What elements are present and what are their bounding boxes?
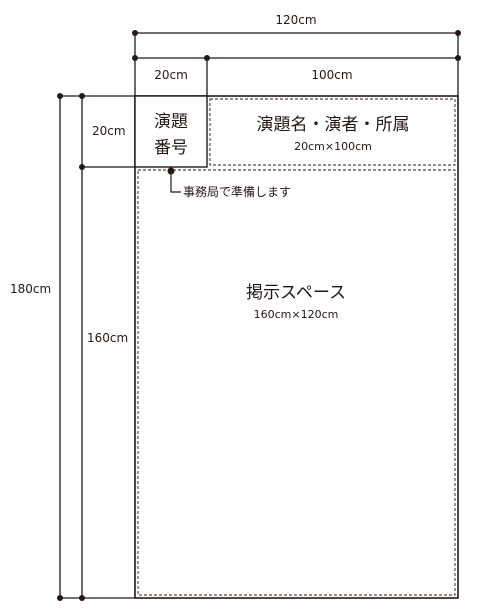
number-callout-leader (167, 167, 181, 193)
poster-space-label: 掲示スペース (246, 283, 346, 303)
number-box-line2: 番号 (154, 138, 188, 158)
poster-space-box (137, 169, 456, 596)
title-box-size: 20cm×100cm (294, 140, 372, 153)
total-height-dimension (57, 93, 135, 601)
row-heights-dimension (79, 93, 135, 601)
title-width-label: 100cm (311, 68, 352, 82)
header-height-label: 20cm (92, 124, 126, 138)
total-width-label: 120cm (275, 13, 316, 27)
total-width-dimension (132, 30, 461, 96)
poster-board (134, 95, 459, 599)
body-height-label: 160cm (87, 331, 128, 345)
column-widths-dimension (132, 55, 461, 96)
poster-space-size: 160cm×120cm (254, 308, 339, 321)
number-box-line1: 演題 (154, 112, 188, 132)
number-box (134, 95, 208, 168)
number-width-label: 20cm (154, 68, 188, 82)
title-box-label: 演題名・演者・所属 (257, 115, 410, 135)
total-height-label: 180cm (10, 282, 51, 296)
number-callout-note: 事務局で準備します (183, 184, 291, 199)
title-box (209, 98, 456, 166)
